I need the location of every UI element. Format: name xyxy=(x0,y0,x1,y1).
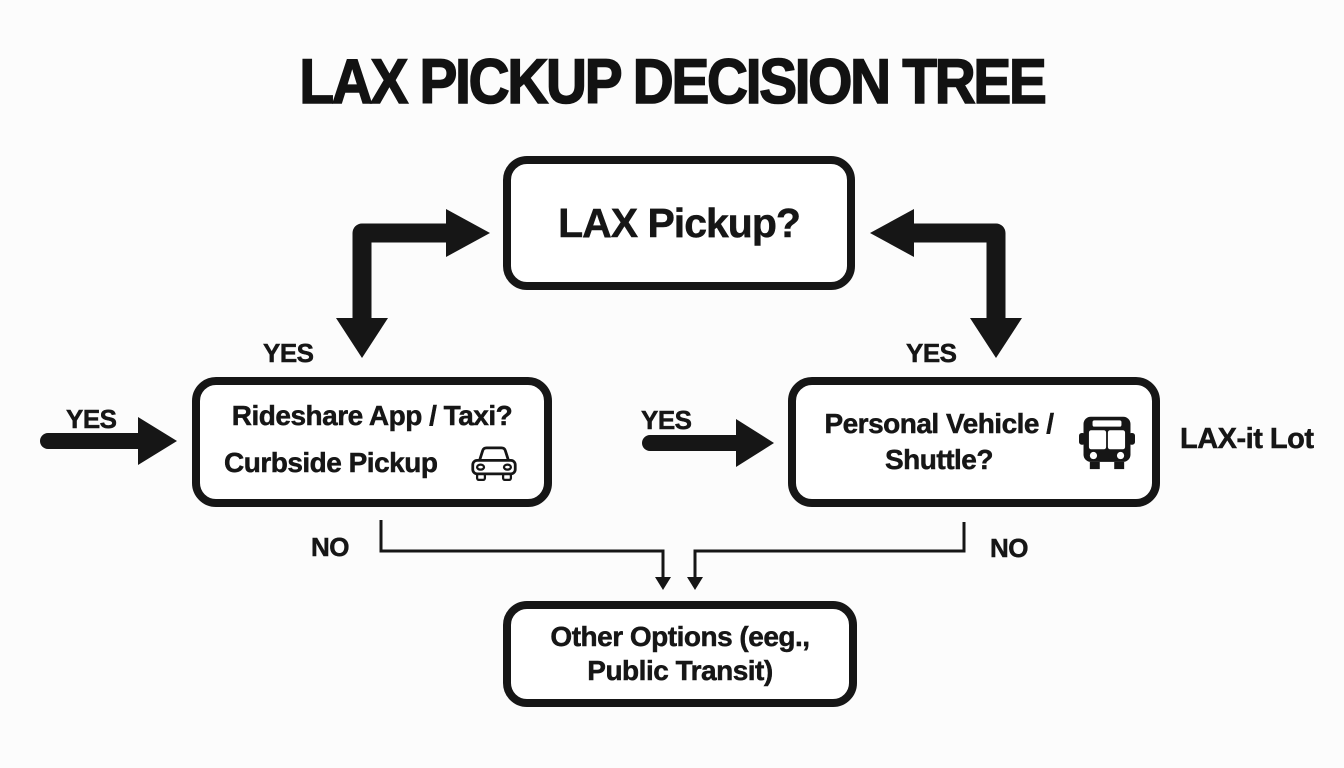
yes-arrow-middle xyxy=(642,419,774,467)
yes-arrow-left-elbow xyxy=(336,209,490,358)
node-rideshare-line2: Curbside Pickup xyxy=(224,447,438,479)
node-other-line2: Public Transit) xyxy=(587,655,773,687)
yes-arrow-far-left xyxy=(40,417,177,465)
yes-label-left-elbow: YES xyxy=(263,338,315,369)
no-label-from-personal: NO xyxy=(990,533,1029,564)
yes-label-into-personal: YES xyxy=(641,405,693,436)
car-icon xyxy=(471,446,517,482)
page-title-text: LAX PICKUP DECISION TREE xyxy=(299,46,1048,118)
node-personal-line2: Shuttle? xyxy=(885,444,994,476)
no-connector-left xyxy=(379,520,671,590)
node-personal-shuttle: Personal Vehicle / Shuttle? xyxy=(788,377,1160,507)
node-rideshare-taxi: Rideshare App / Taxi? Curbside Pickup xyxy=(192,377,552,507)
no-label-from-rideshare: NO xyxy=(311,532,350,563)
lax-it-lot-label: LAX-it Lot xyxy=(1180,423,1315,456)
no-connector-right xyxy=(687,522,966,590)
node-rideshare-line1: Rideshare App / Taxi? xyxy=(231,400,513,432)
node-lax-pickup: LAX Pickup? xyxy=(503,156,855,290)
yes-arrow-right-elbow xyxy=(870,209,1022,358)
yes-label-right-elbow: YES xyxy=(906,338,958,369)
node-personal-line1: Personal Vehicle / xyxy=(824,408,1054,440)
node-other-options: Other Options (eeg., Public Transit) xyxy=(503,601,857,707)
node-lax-pickup-label: LAX Pickup? xyxy=(558,199,801,246)
bus-icon xyxy=(1079,416,1135,470)
page-title: LAX PICKUP DECISION TREE xyxy=(0,46,1344,118)
node-other-line1: Other Options (eeg., xyxy=(550,621,810,653)
yes-label-into-rideshare: YES xyxy=(66,404,118,435)
